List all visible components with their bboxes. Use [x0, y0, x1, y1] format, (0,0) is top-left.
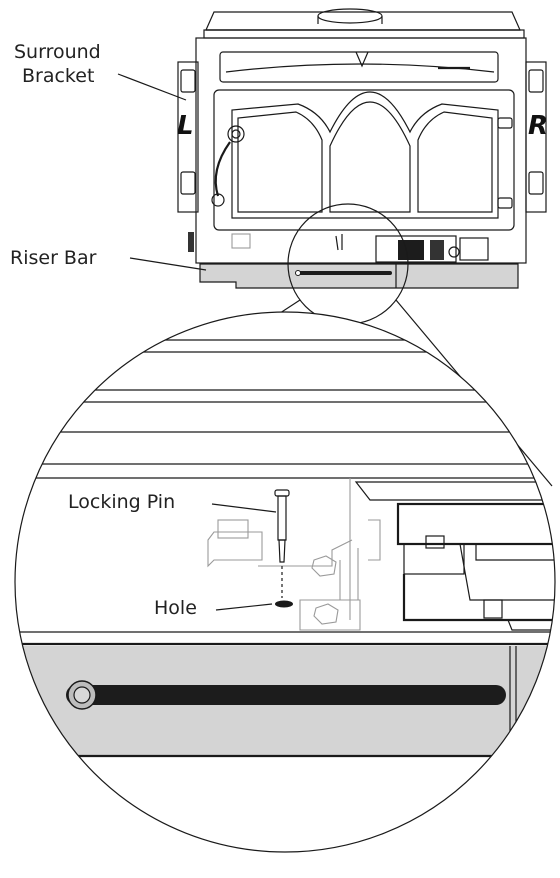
label-bracket: Bracket [22, 65, 94, 87]
label-riser-bar: Riser Bar [10, 247, 97, 269]
magnified-circle-outline [14, 311, 556, 853]
leader-hole [215, 603, 273, 611]
riser-bar-small [199, 263, 519, 289]
label-hole: Hole [154, 597, 197, 619]
stove-front-view [177, 8, 547, 264]
leader-locking-pin [211, 503, 277, 513]
magnified-detail [15, 312, 555, 852]
label-side-left: L [177, 111, 194, 141]
label-locking-pin: Locking Pin [68, 491, 175, 513]
label-side-right: R [528, 111, 548, 141]
leader-surround-bracket [117, 73, 187, 101]
leader-riser-bar [129, 257, 207, 271]
label-surround: Surround [14, 41, 101, 63]
